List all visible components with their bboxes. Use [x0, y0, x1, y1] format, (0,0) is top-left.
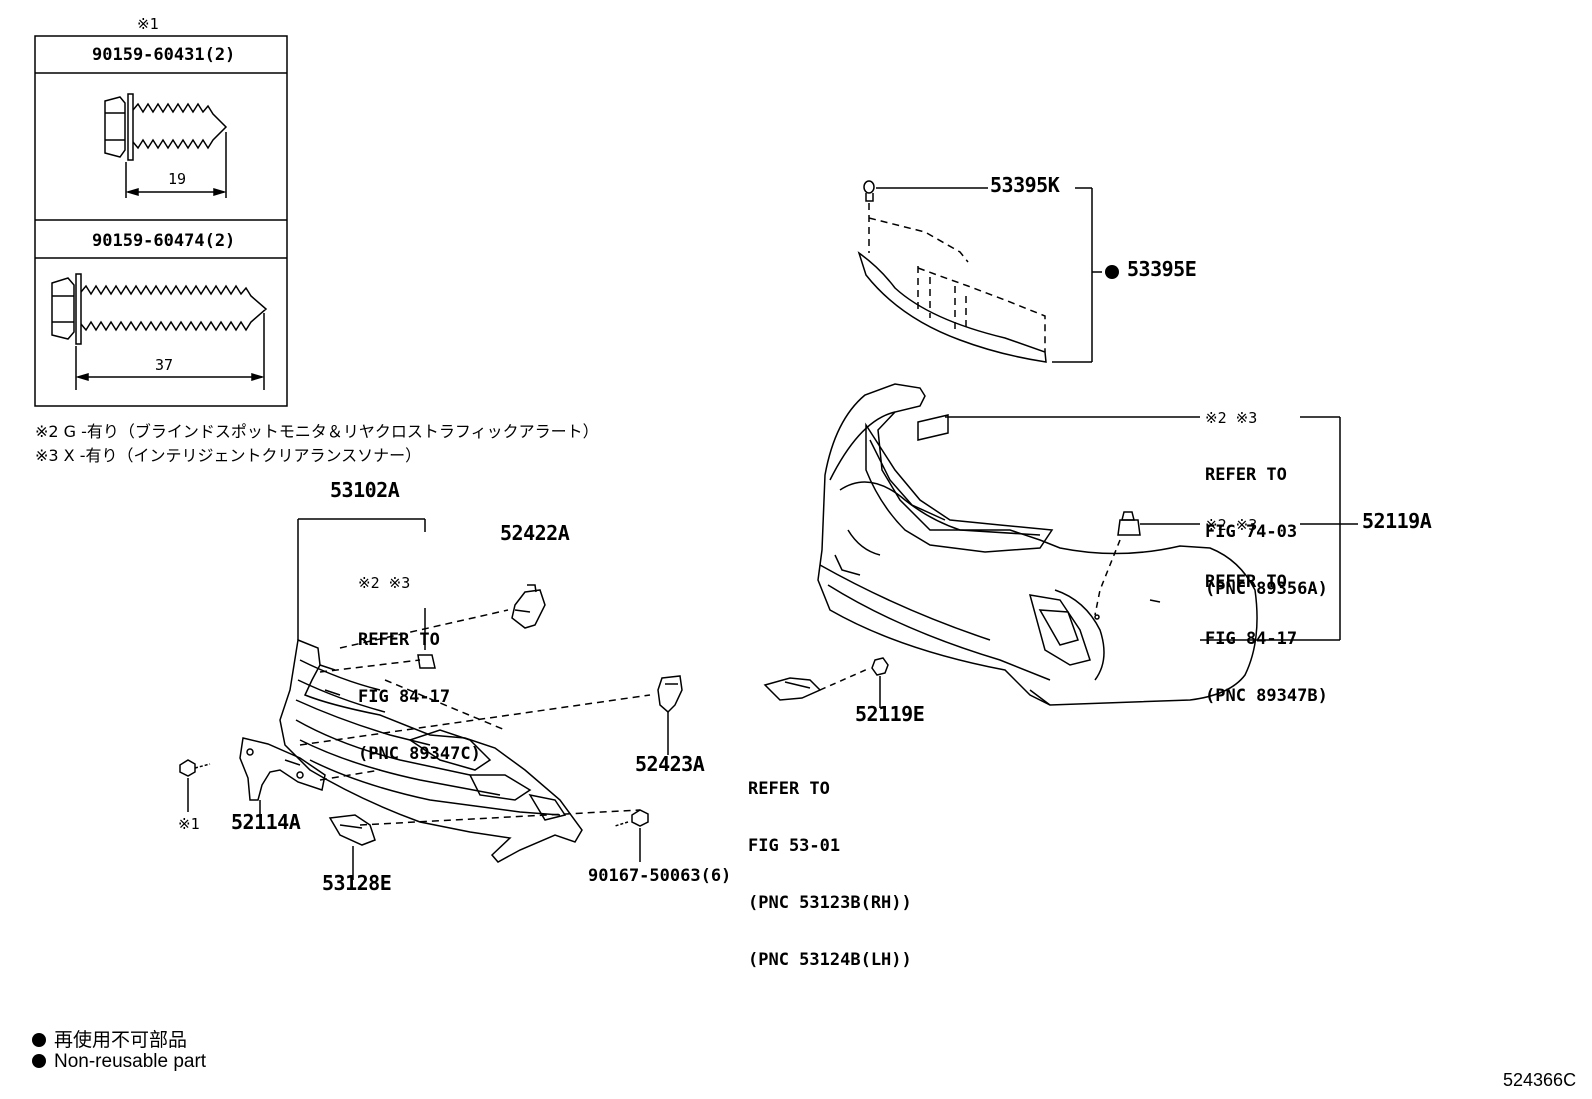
screw-length-2: 37: [155, 356, 174, 374]
upper-grille-strip-icon: [857, 180, 1102, 363]
ref-block-53123b: REFER TO FIG 53-01 (PNC 53123B(RH)) (PNC…: [748, 742, 912, 989]
screw-90159-60431-icon: [104, 93, 228, 198]
ref-block-89347c: ※2 ※3 REFER TO FIG 84-17 (PNC 89347C): [358, 536, 481, 783]
screw-marker-1-icon: [179, 759, 211, 812]
ref-line-3: (PNC 89347B): [1205, 686, 1328, 706]
cover-53128e-icon: [328, 814, 376, 880]
note-3: ※3 X -有り（インテリジェントクリアランスソナー）: [35, 446, 422, 465]
bracket-52422a-icon: [511, 584, 546, 629]
note-2: ※2 G -有り（ブラインドスポットモニタ＆リヤクロストラフィックアラート）: [35, 422, 599, 441]
ref-line-1: REFER TO: [358, 630, 440, 650]
legend-en: Non-reusable part: [32, 1051, 206, 1073]
ref-line-1: REFER TO: [1205, 465, 1287, 485]
legend-jp: 再使用不可部品: [32, 1025, 187, 1052]
screw-90159-60474-icon: [51, 273, 268, 390]
part-marker-1: ※1: [178, 815, 200, 833]
ref-line-2: FIG 84-17: [358, 687, 451, 707]
ref-line-3: (PNC 53123B(RH)): [748, 893, 912, 913]
ref-marks: ※2 ※3: [1205, 409, 1258, 427]
ref-line-4: (PNC 53124B(LH)): [748, 950, 912, 970]
screw-90167-icon: [614, 809, 649, 862]
part-label-53128e: 53128E: [322, 871, 392, 895]
screw-box-frame: [34, 35, 288, 407]
legend-jp-text: 再使用不可部品: [54, 1030, 188, 1051]
bracket-52114a-icon: [239, 737, 326, 818]
ref-line-2: FIG 74-03: [1205, 522, 1298, 542]
part-label-90167: 90167-50063(6): [588, 866, 732, 886]
part-label-52119e: 52119E: [855, 702, 925, 726]
bracket-52423a-icon: [657, 675, 683, 755]
lower-grille-icon: [279, 518, 651, 863]
bumper-clip-icon: [763, 657, 889, 708]
legend-en-text: Non-reusable part: [54, 1051, 207, 1072]
non-reusable-dot-icon: [1105, 265, 1119, 279]
legend-dot-icon: [32, 1033, 46, 1047]
part-label-52114a: 52114A: [231, 810, 301, 834]
front-bumper-cover-icon: [817, 383, 1358, 706]
screw-part-number-2: 90159-60474(2): [92, 231, 236, 251]
ref-line-1: REFER TO: [1205, 572, 1287, 592]
figure-id: 524366C: [1503, 1070, 1577, 1090]
part-label-53395k: 53395K: [990, 173, 1060, 197]
ref-marks: ※2 ※3: [358, 574, 411, 592]
part-label-52423a: 52423A: [635, 752, 705, 776]
part-label-52422a: 52422A: [500, 521, 570, 545]
ref-block-89347b: ※2 ※3 REFER TO FIG 84-17 (PNC 89347B): [1205, 478, 1328, 725]
ref-marks: ※2 ※3: [1205, 516, 1258, 534]
part-label-52119a: 52119A: [1362, 509, 1432, 533]
ref-line-2: FIG 84-17: [1205, 629, 1298, 649]
screw-length-1: 19: [168, 170, 187, 188]
ref-line-3: (PNC 89356A): [1205, 579, 1328, 599]
part-label-53395e: 53395E: [1127, 257, 1197, 281]
legend-dot-icon: [32, 1054, 46, 1068]
ref-line-3: (PNC 89347C): [358, 744, 481, 764]
ref-line-1: REFER TO: [748, 779, 830, 799]
screw-part-number-1: 90159-60431(2): [92, 45, 236, 65]
ref-block-89356a: ※2 ※3 REFER TO FIG 74-03 (PNC 89356A): [1205, 371, 1328, 618]
screw-box-marker: ※1: [137, 15, 159, 33]
ref-line-2: FIG 53-01: [748, 836, 841, 856]
part-label-53102a: 53102A: [330, 478, 400, 502]
